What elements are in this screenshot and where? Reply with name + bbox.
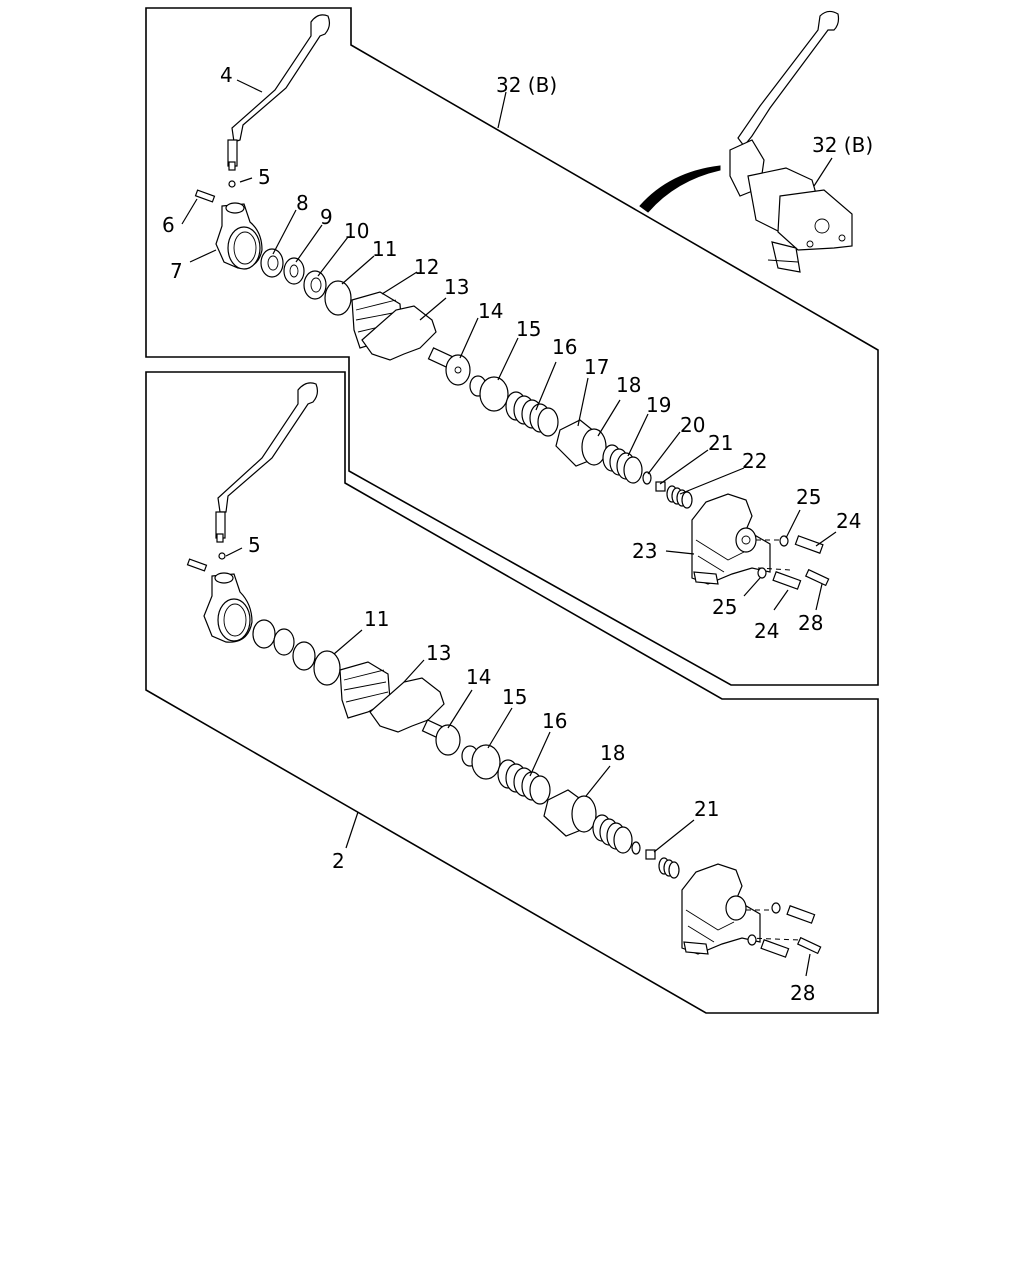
spring-lower-small <box>658 857 680 879</box>
washer-lower-top <box>771 902 781 914</box>
callout-4: 4 <box>220 63 233 87</box>
assembled-view-32b <box>729 10 853 273</box>
callout-8: 8 <box>296 191 309 215</box>
bracket-lower <box>203 572 253 643</box>
callout-5-lower: 5 <box>248 533 261 557</box>
callout-16-lower: 16 <box>542 709 567 733</box>
callout-13-lower: 13 <box>426 641 451 665</box>
callout-14: 14 <box>478 299 503 323</box>
plate-13-lower <box>369 677 445 733</box>
pusher-14-lower <box>421 719 461 756</box>
nut-lower-b <box>292 641 316 671</box>
callout-7: 7 <box>170 259 183 283</box>
spring-16 <box>505 391 559 437</box>
o-ring-11 <box>324 280 352 316</box>
bolt-28 <box>804 568 830 587</box>
o-ring-11-lower <box>313 650 341 686</box>
shim-21 <box>655 481 666 492</box>
callout-15-lower: 15 <box>502 685 527 709</box>
callout-24-bottom: 24 <box>754 619 779 643</box>
callout-28: 28 <box>798 611 823 635</box>
callout-19: 19 <box>646 393 671 417</box>
washer-lower <box>273 628 295 656</box>
plate-13 <box>361 305 437 361</box>
seat-15 <box>469 375 509 412</box>
callout-24-top: 24 <box>836 509 861 533</box>
lever-lower <box>215 382 319 543</box>
callout-11: 11 <box>372 237 397 261</box>
callout-9: 9 <box>320 205 333 229</box>
washer-lower-bottom <box>747 934 757 946</box>
callout-20: 20 <box>680 413 705 437</box>
callout-16: 16 <box>552 335 577 359</box>
callout-13: 13 <box>444 275 469 299</box>
callout-15: 15 <box>516 317 541 341</box>
spring-18-lower <box>592 814 633 854</box>
bolt-lower-top <box>786 905 816 924</box>
lever-4 <box>227 14 331 171</box>
spring-19 <box>602 444 643 484</box>
callout-6: 6 <box>162 213 175 237</box>
curved-arrow <box>639 165 721 213</box>
callout-2: 2 <box>332 849 345 873</box>
pin-6 <box>194 189 216 203</box>
callout-17: 17 <box>584 355 609 379</box>
callout-18: 18 <box>616 373 641 397</box>
bolt-28-lower <box>796 936 822 955</box>
ball-5-lower <box>218 552 226 560</box>
callout-28-lower: 28 <box>790 981 815 1005</box>
upper-assembly-frame <box>145 7 879 686</box>
callout-21-lower: 21 <box>694 797 719 821</box>
callout-23: 23 <box>632 539 657 563</box>
callout-32b-inset: 32 (B) <box>812 133 873 157</box>
callout-25-top: 25 <box>796 485 821 509</box>
lower-assembly-frame <box>145 371 879 1014</box>
callout-5: 5 <box>258 165 271 189</box>
callout-11-lower: 11 <box>364 607 389 631</box>
callout-25-bottom: 25 <box>712 595 737 619</box>
bolt-lower-bottom <box>760 939 790 958</box>
lower-assembly <box>186 382 822 958</box>
leader-lines <box>181 79 837 977</box>
sleeve-lower <box>543 789 597 837</box>
callout-labels: 4 5 6 7 8 9 10 11 12 13 14 15 16 17 18 1… <box>162 63 873 1005</box>
pin-lower <box>186 558 208 572</box>
seat-15-lower <box>461 744 501 780</box>
nut-lower-a <box>252 619 276 649</box>
spring-22 <box>666 485 693 509</box>
callout-21: 21 <box>708 431 733 455</box>
body-lower <box>681 863 801 955</box>
nut-8 <box>260 248 284 278</box>
callout-12: 12 <box>414 255 439 279</box>
shim-21-lower <box>645 849 656 860</box>
upper-assembly <box>194 10 853 590</box>
pusher-14 <box>427 347 471 386</box>
spring-16-lower <box>497 759 551 805</box>
callout-18-lower: 18 <box>600 741 625 765</box>
body-23 <box>691 493 791 585</box>
washer-lower-small <box>631 841 641 855</box>
washer-9 <box>283 257 305 285</box>
callout-14-lower: 14 <box>466 665 491 689</box>
callout-32b-frame: 32 (B) <box>496 73 557 97</box>
bracket-7 <box>215 202 263 270</box>
bolt-24-bottom <box>772 571 802 590</box>
washer-25-top <box>779 535 789 547</box>
sleeve-17 <box>555 419 607 467</box>
callout-22: 22 <box>742 449 767 473</box>
callout-10: 10 <box>344 219 369 243</box>
washer-20 <box>642 471 652 485</box>
washer-25-bottom <box>757 567 767 579</box>
nut-10 <box>303 270 327 300</box>
ball-5 <box>228 180 236 188</box>
bolt-24-top <box>794 535 824 554</box>
